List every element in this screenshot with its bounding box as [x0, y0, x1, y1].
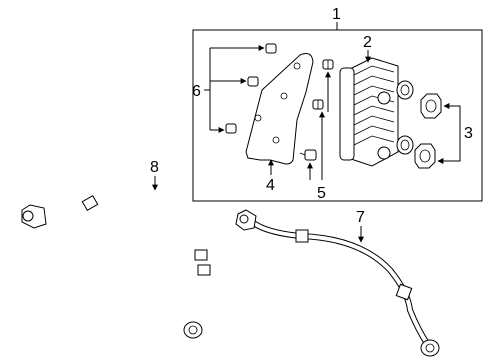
stud-top: [265, 43, 277, 54]
callout-8: 8: [150, 159, 159, 176]
callout-7: 7: [356, 209, 365, 226]
callout-2: 2: [363, 34, 372, 51]
oil-hose-8: [21, 181, 213, 339]
callout-3-bracket: [440, 105, 461, 162]
fitting-upper: [420, 93, 442, 119]
callout-4: 4: [266, 177, 275, 194]
callout-3: 3: [464, 125, 473, 142]
callout-1: 1: [332, 6, 341, 23]
bracket-plate: [245, 53, 314, 165]
callout-6: 6: [192, 83, 201, 100]
fitting-lower: [414, 143, 436, 169]
oil-hose-7: [235, 209, 440, 357]
bolt-lower: [299, 149, 317, 161]
bolt-middle: [312, 99, 324, 110]
stud-middle: [247, 76, 259, 87]
callout-5: 5: [317, 185, 326, 202]
assembly-box: [192, 29, 483, 202]
oil-cooler: [339, 57, 414, 167]
stud-bottom: [225, 123, 237, 134]
bolt-upper: [322, 59, 334, 70]
